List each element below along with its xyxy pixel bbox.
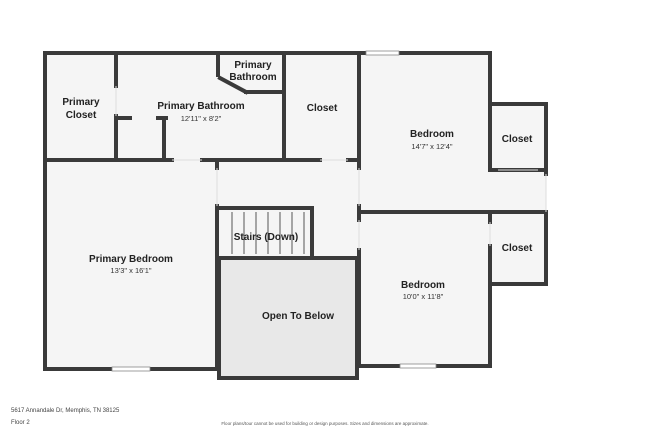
window-primary-bedroom bbox=[111, 366, 151, 372]
stairs-label: Stairs (Down) bbox=[234, 232, 298, 243]
stairs-treads bbox=[231, 212, 305, 254]
primary-bedroom-label: Primary Bedroom bbox=[89, 254, 173, 265]
primary-bathroom-dims: 12'11" x 8'2" bbox=[181, 114, 222, 123]
window-top bbox=[365, 50, 400, 56]
primary-bathroom-small-label-1: Primary bbox=[234, 60, 272, 71]
bedroom-upper-label: Bedroom bbox=[410, 129, 454, 140]
primary-bathroom-small-label-2: Bathroom bbox=[229, 72, 276, 83]
bedroom-lower-dims: 10'0" x 11'8" bbox=[403, 292, 444, 301]
window-bedroom-lower bbox=[399, 363, 437, 369]
closet-right-upper-label: Closet bbox=[502, 134, 533, 145]
bedroom-upper-dims: 14'7" x 12'4" bbox=[411, 142, 452, 151]
bedroom-lower-label: Bedroom bbox=[401, 280, 445, 291]
door-openings bbox=[115, 86, 547, 250]
address-text: 5617 Annandale Dr, Memphis, TN 38125 bbox=[11, 408, 120, 414]
closet-right-lower-label: Closet bbox=[502, 243, 533, 254]
disclaimer-text: Floor plans/tour cannot be used for buil… bbox=[221, 421, 429, 426]
primary-closet-label-2: Closet bbox=[66, 110, 97, 121]
primary-closet-label-1: Primary bbox=[62, 97, 100, 108]
walls bbox=[43, 51, 548, 380]
primary-bathroom-label: Primary Bathroom bbox=[157, 101, 244, 112]
primary-bedroom-dims: 13'3" x 16'1" bbox=[110, 266, 151, 275]
open-to-below-area bbox=[219, 258, 357, 378]
open-to-below-label: Open To Below bbox=[262, 311, 334, 322]
closet-center-label: Closet bbox=[307, 103, 338, 114]
room-fills bbox=[45, 53, 546, 378]
floor-label: Floor 2 bbox=[11, 420, 30, 426]
windows bbox=[111, 50, 437, 372]
